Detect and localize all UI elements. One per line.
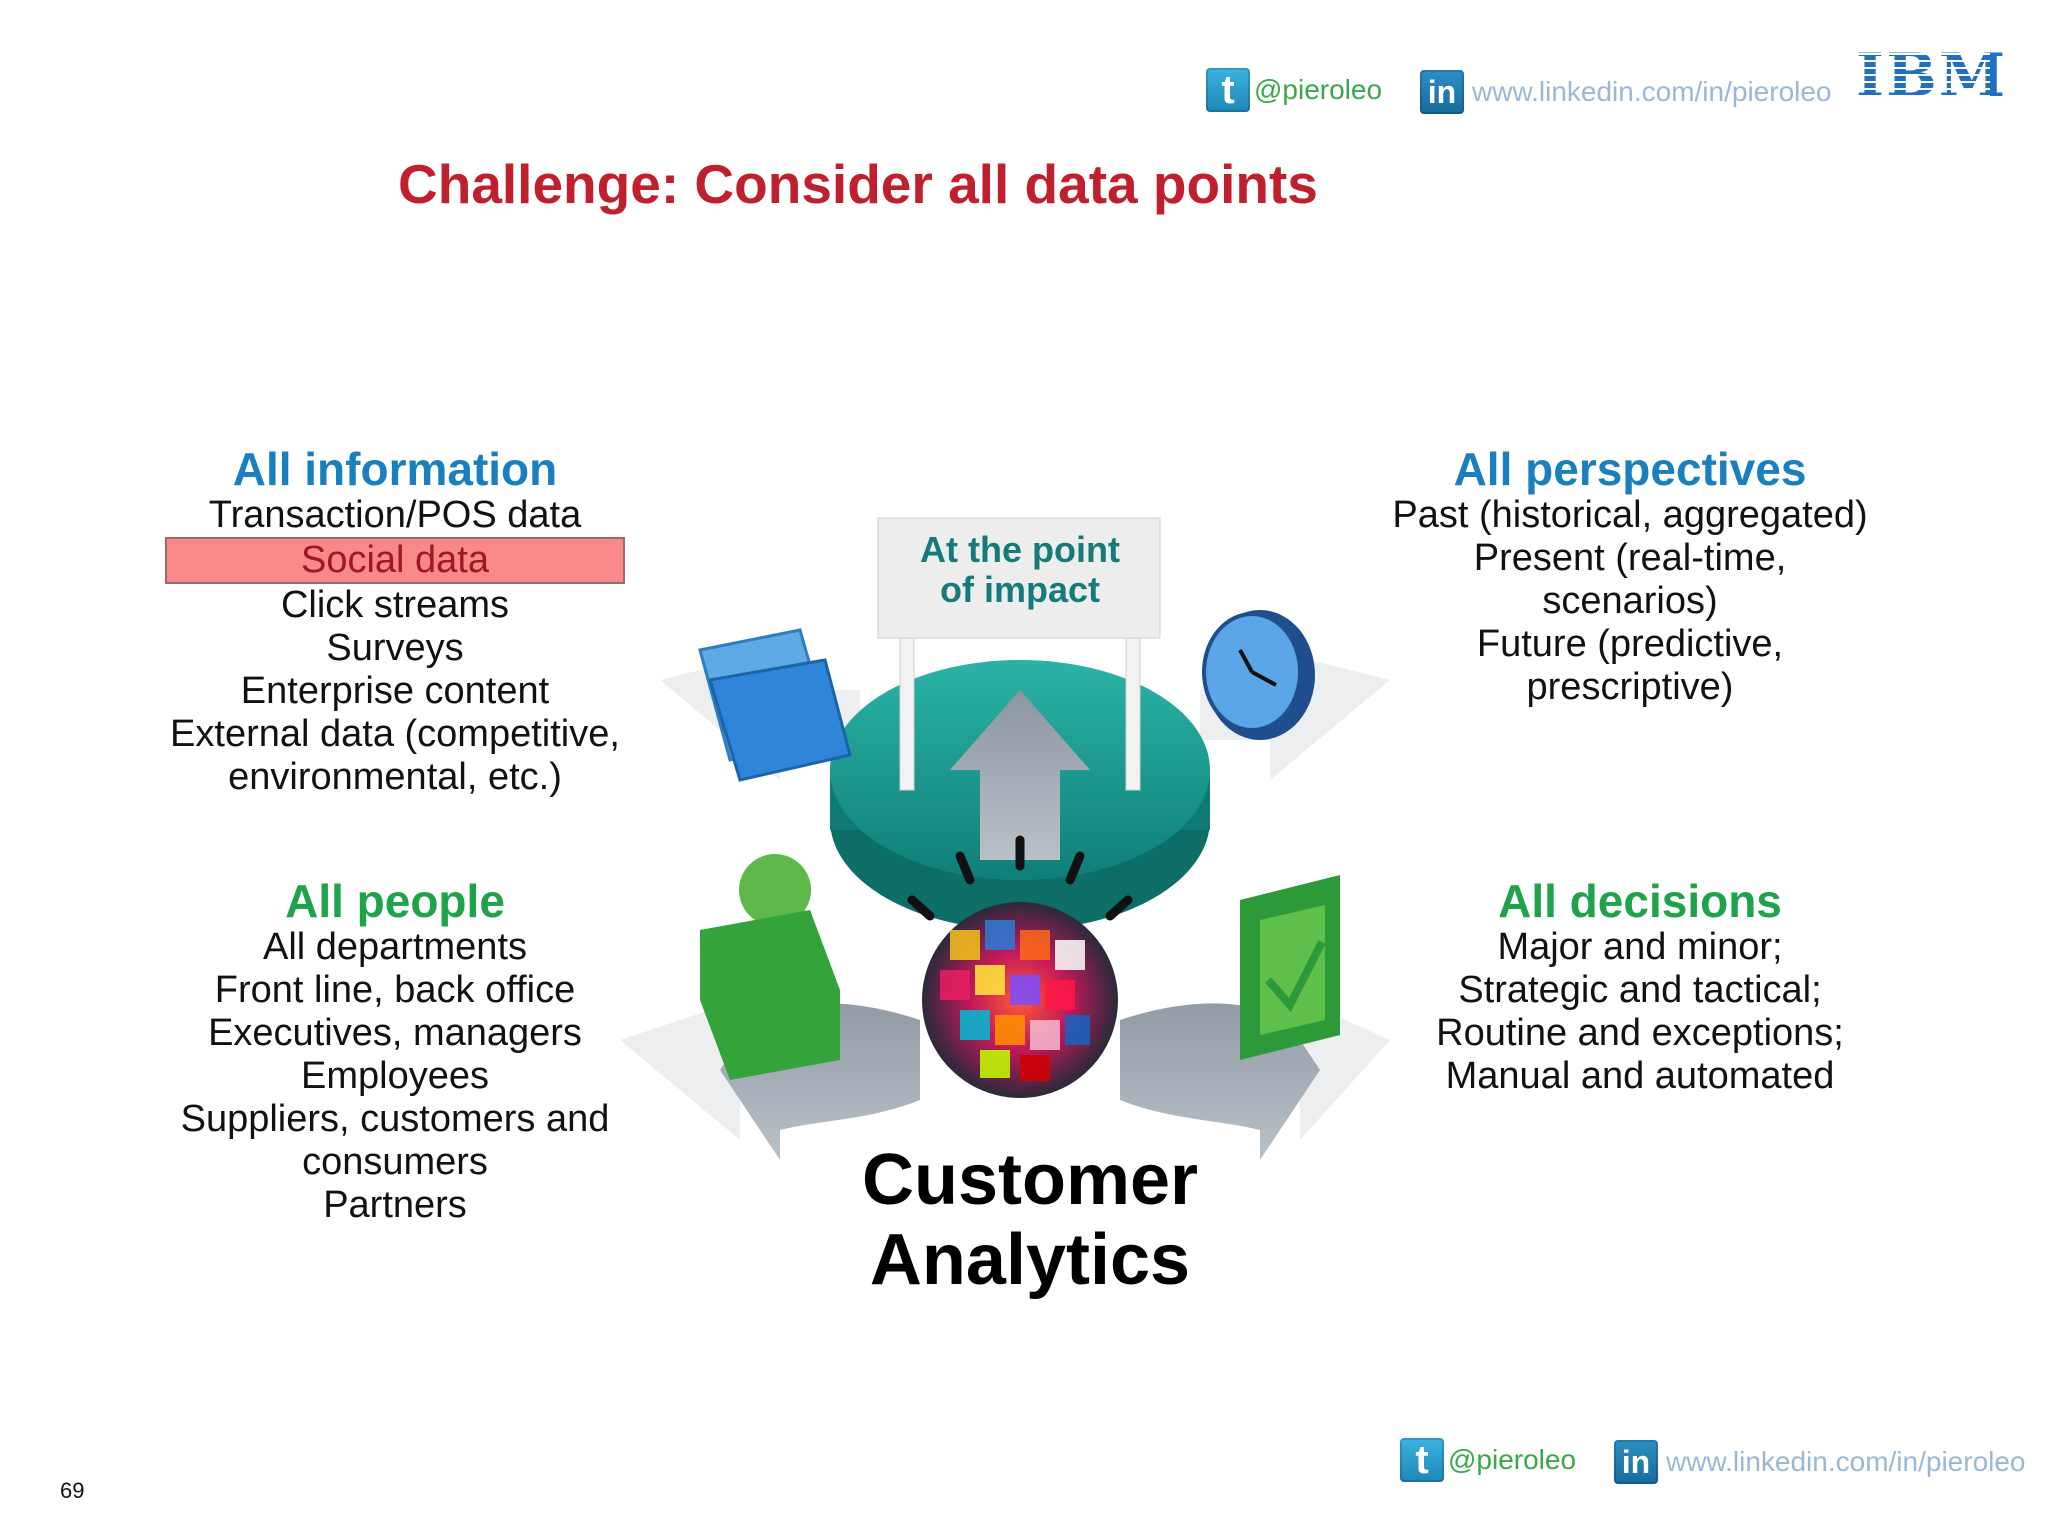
all-information-block: All information Transaction/POS data Soc… [150, 444, 640, 799]
perspective-item: prescriptive) [1526, 666, 1734, 708]
header-social: t @pieroleo [1206, 68, 1382, 112]
all-people-block: All people All departments Front line, b… [150, 876, 640, 1227]
all-perspectives-heading: All perspectives [1453, 443, 1807, 495]
info-item: External data (competitive, [170, 713, 620, 755]
social-data-highlight: Social data [165, 537, 625, 584]
linkedin-url[interactable]: www.linkedin.com/in/pieroleo [1472, 76, 1832, 107]
info-item: Surveys [326, 627, 464, 669]
linkedin-url[interactable]: www.linkedin.com/in/pieroleo [1666, 1446, 2026, 1477]
sign-board [877, 517, 1161, 639]
twitter-handle[interactable]: @pieroleo [1448, 1444, 1577, 1475]
people-item: consumers [302, 1141, 488, 1183]
footer-linkedin: in www.linkedin.com/in/pieroleo [1614, 1440, 2026, 1484]
decision-item: Strategic and tactical; [1458, 969, 1822, 1011]
ray-marks [907, 835, 1133, 921]
linkedin-icon[interactable]: in [1614, 1440, 1658, 1484]
linkedin-icon[interactable]: in [1420, 70, 1464, 114]
people-item: Front line, back office [214, 969, 576, 1011]
info-item: Click streams [280, 584, 510, 626]
mosaic-tiles [940, 920, 1090, 1081]
center-title-line-1: Customer [861, 1140, 1199, 1220]
center-title-line-2: Analytics [869, 1220, 1191, 1300]
people-item: All departments [262, 926, 527, 968]
all-people-heading: All people [285, 875, 505, 927]
info-item-highlighted: Social data [150, 537, 640, 584]
center-graphic [620, 517, 1390, 1160]
twitter-icon[interactable]: t [1206, 68, 1250, 112]
info-item: environmental, etc.) [228, 756, 562, 798]
page-number: 69 [60, 1478, 85, 1503]
checkmark-icon [1240, 875, 1340, 1060]
clock-icon [1202, 610, 1315, 740]
header-linkedin: in www.linkedin.com/in/pieroleo [1420, 70, 1832, 114]
up-arrow [950, 690, 1090, 860]
decision-item: Major and minor; [1497, 926, 1783, 968]
sign-line-1: At the point [920, 529, 1120, 570]
all-decisions-heading: All decisions [1498, 875, 1782, 927]
people-item: Suppliers, customers and [180, 1098, 610, 1140]
all-decisions-block: All decisions Major and minor; Strategic… [1400, 876, 1880, 1098]
person-icon [700, 854, 840, 1080]
info-item: Enterprise content [240, 670, 550, 712]
decision-item: Manual and automated [1445, 1055, 1835, 1097]
twitter-icon[interactable]: t [1400, 1438, 1444, 1482]
all-information-heading: All information [232, 443, 558, 495]
center-title: Customer Analytics [820, 1140, 1240, 1300]
perspective-item: Past (historical, aggregated) [1392, 494, 1868, 536]
footer-social: t @pieroleo [1400, 1438, 1576, 1482]
info-item: Transaction/POS data [208, 494, 582, 536]
folder-icon [698, 628, 852, 782]
people-item: Partners [323, 1184, 467, 1226]
perspective-item: Present (real-time, [1473, 537, 1787, 579]
perspective-item: scenarios) [1542, 580, 1718, 622]
sign-line-2: of impact [939, 569, 1100, 610]
people-item: Employees [301, 1055, 489, 1097]
slide-title: Challenge: Consider all data points [398, 153, 1318, 215]
decision-item: Routine and exceptions; [1436, 1012, 1844, 1054]
all-perspectives-block: All perspectives Past (historical, aggre… [1370, 444, 1890, 709]
people-item: Executives, managers [208, 1012, 582, 1054]
twitter-handle[interactable]: @pieroleo [1254, 74, 1383, 105]
ibm-logo: IBM [1856, 41, 2008, 111]
perspective-item: Future (predictive, [1476, 623, 1784, 665]
sign-text: At the point of impact [880, 530, 1160, 610]
